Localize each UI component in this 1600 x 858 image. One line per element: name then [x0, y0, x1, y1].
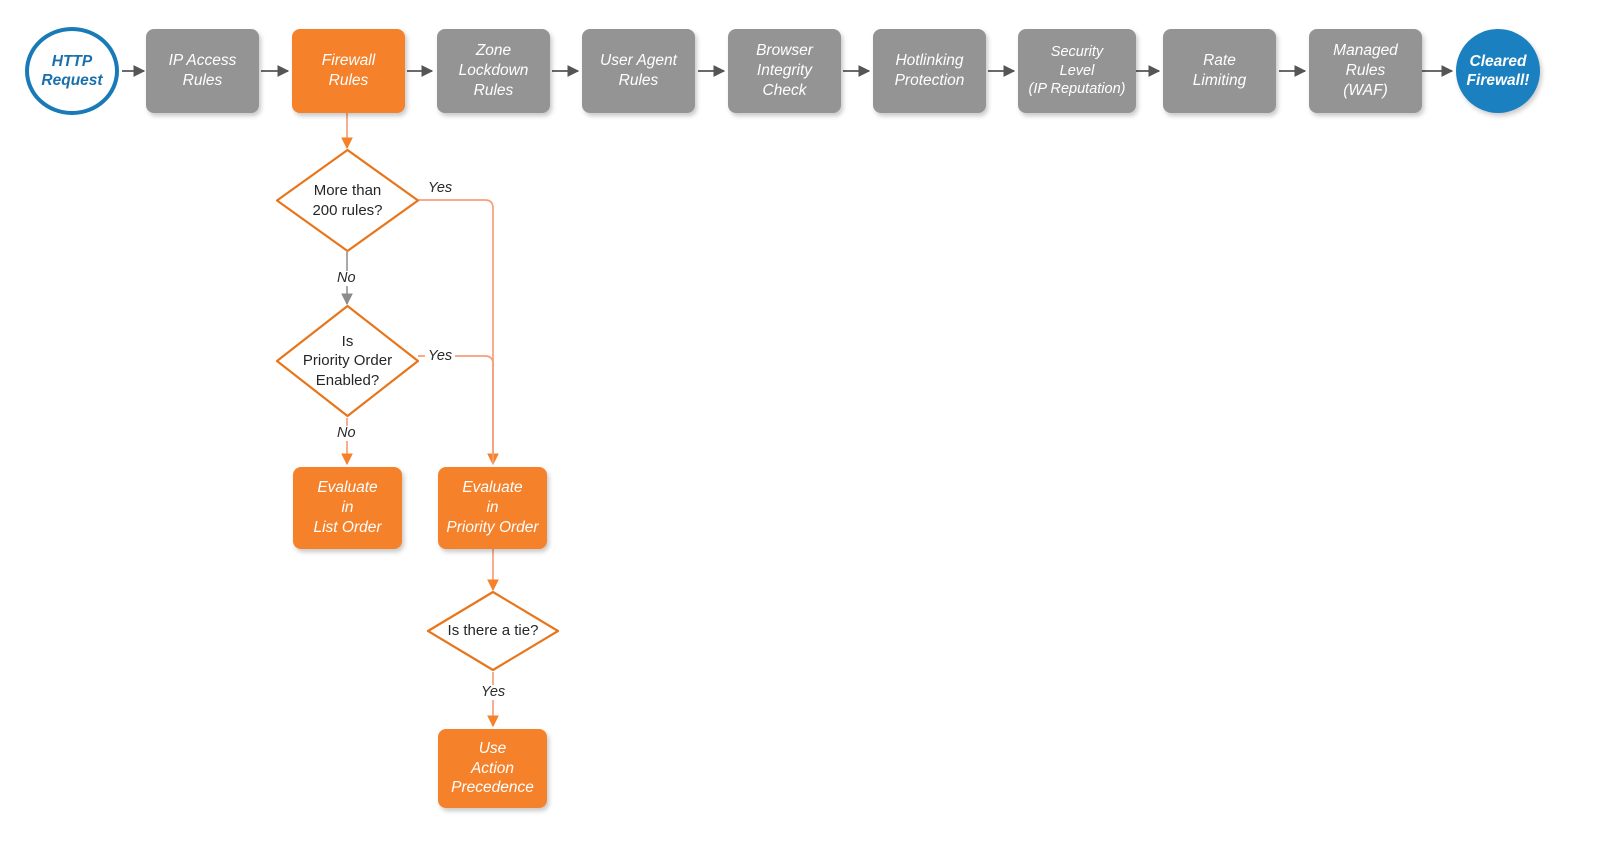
edge-label-no-200-rules: No	[334, 271, 359, 286]
node-managed-rules-waf[interactable]: Managed Rules (WAF)	[1309, 29, 1422, 113]
node-ip-access-rules[interactable]: IP Access Rules	[146, 29, 259, 113]
node-evaluate-in-list-order[interactable]: Evaluate in List Order	[293, 467, 402, 549]
node-use-action-precedence[interactable]: Use Action Precedence	[438, 729, 547, 808]
diamond-shape	[426, 590, 560, 672]
node-browser-integrity-check[interactable]: Browser Integrity Check	[728, 29, 841, 113]
node-zone-lockdown-rules[interactable]: Zone Lockdown Rules	[437, 29, 550, 113]
node-http-request[interactable]: HTTP Request	[25, 27, 119, 115]
edge-label-yes-priority-order: Yes	[425, 349, 456, 364]
node-rate-limiting[interactable]: Rate Limiting	[1163, 29, 1276, 113]
node-security-level[interactable]: Security Level (IP Reputation)	[1018, 29, 1136, 113]
node-evaluate-in-priority-order[interactable]: Evaluate in Priority Order	[438, 467, 547, 549]
node-cleared-firewall[interactable]: Cleared Firewall!	[1456, 29, 1540, 113]
node-hotlinking-protection[interactable]: Hotlinking Protection	[873, 29, 986, 113]
diamond-shape	[275, 148, 420, 253]
edge-label-no-priority-order: No	[334, 426, 359, 441]
decision-more-than-200-rules[interactable]: More than 200 rules?	[275, 148, 420, 253]
edge-label-yes-tie: Yes	[478, 685, 509, 700]
node-user-agent-rules[interactable]: User Agent Rules	[582, 29, 695, 113]
decision-is-there-a-tie[interactable]: Is there a tie?	[426, 590, 560, 672]
diamond-shape	[275, 304, 420, 418]
node-firewall-rules[interactable]: Firewall Rules	[292, 29, 405, 113]
edge-label-yes-200-rules: Yes	[425, 181, 456, 196]
decision-is-priority-order-enabled[interactable]: Is Priority Order Enabled?	[275, 304, 420, 418]
